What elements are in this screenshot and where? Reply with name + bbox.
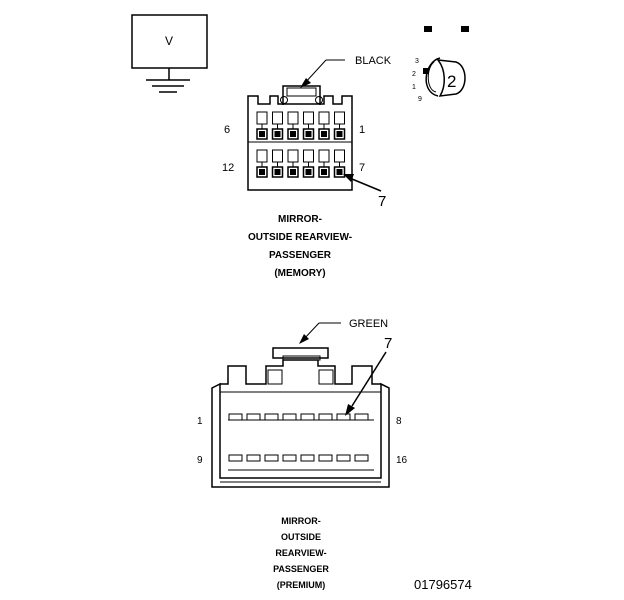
memory-cavity (333, 111, 346, 140)
memory-cavity (302, 149, 315, 178)
memory-pin-top-right: 1 (359, 124, 365, 136)
premium-title-line-2: OUTSIDE (281, 532, 321, 542)
premium-cavity (264, 413, 279, 421)
memory-cavity (256, 111, 268, 140)
memory-cavity (256, 149, 268, 178)
premium-cavity (336, 454, 351, 462)
premium-cavity (228, 413, 243, 421)
premium-title-line-3: REARVIEW- (275, 548, 326, 558)
premium-cavity (264, 454, 279, 462)
memory-cavity (271, 111, 284, 140)
premium-cavity (246, 413, 261, 421)
voltmeter-symbol: V (131, 14, 208, 93)
probe-pin-2: 2 (412, 71, 416, 78)
memory-cavity (287, 149, 299, 178)
premium-pin-bottom-right: 16 (396, 455, 408, 466)
premium-cavity (336, 413, 351, 421)
premium-title-line-5: (PREMIUM) (277, 580, 326, 590)
memory-pin-bottom-right: 7 (359, 162, 365, 174)
probe-callout-number: 2 (447, 72, 456, 91)
premium-cavity (318, 413, 333, 421)
premium-pin-top-left: 1 (197, 416, 203, 427)
premium-cavity (300, 454, 315, 462)
premium-cavity (318, 454, 333, 462)
premium-cavity (228, 454, 243, 462)
premium-title-line-1: MIRROR- (281, 516, 321, 526)
memory-title-line-2: OUTSIDE REARVIEW- (248, 232, 352, 243)
memory-cavity (318, 111, 330, 140)
probe-inset: 3 2 1 9 2 (412, 26, 469, 103)
memory-cavity (287, 111, 299, 140)
memory-cavity (302, 111, 315, 140)
memory-callout-number: 7 (378, 193, 386, 210)
premium-cavity (354, 454, 369, 462)
memory-wire-color: BLACK (355, 55, 392, 67)
memory-pin-bottom-left: 12 (222, 162, 234, 174)
premium-cavity-grid (228, 413, 369, 462)
probe-clip-icon (425, 57, 441, 97)
probe-pin-1: 1 (412, 84, 416, 91)
memory-title-line-1: MIRROR- (278, 214, 322, 225)
premium-cavity (282, 413, 297, 421)
premium-pin-top-right: 8 (396, 416, 402, 427)
premium-cavity (354, 413, 369, 421)
memory-connector: BLACK 6 1 12 7 7 MIRROR- OUTSIDE REARVIE… (222, 55, 392, 279)
voltmeter-label: V (165, 34, 173, 48)
premium-cavity (282, 454, 297, 462)
premium-wire-color: GREEN (349, 318, 388, 330)
memory-cavity (271, 149, 284, 178)
probe-pin-3: 3 (415, 58, 419, 65)
premium-callout-number: 7 (384, 335, 392, 352)
memory-cavity (333, 149, 346, 178)
memory-pin-top-left: 6 (224, 124, 230, 136)
premium-pin-bottom-left: 9 (197, 455, 203, 466)
memory-cavity-grid (256, 111, 346, 178)
memory-cavity (318, 149, 330, 178)
probe-pin-9: 9 (418, 96, 422, 103)
memory-title-line-3: PASSENGER (269, 250, 332, 261)
figure-id: 01796574 (414, 577, 472, 592)
premium-cavity (246, 454, 261, 462)
premium-title-line-4: PASSENGER (273, 564, 329, 574)
premium-connector: GREEN 1 8 9 16 7 MIRROR- OUTSIDE REARVIE… (197, 318, 408, 590)
premium-cavity (300, 413, 315, 421)
memory-title-line-4: (MEMORY) (274, 268, 325, 279)
